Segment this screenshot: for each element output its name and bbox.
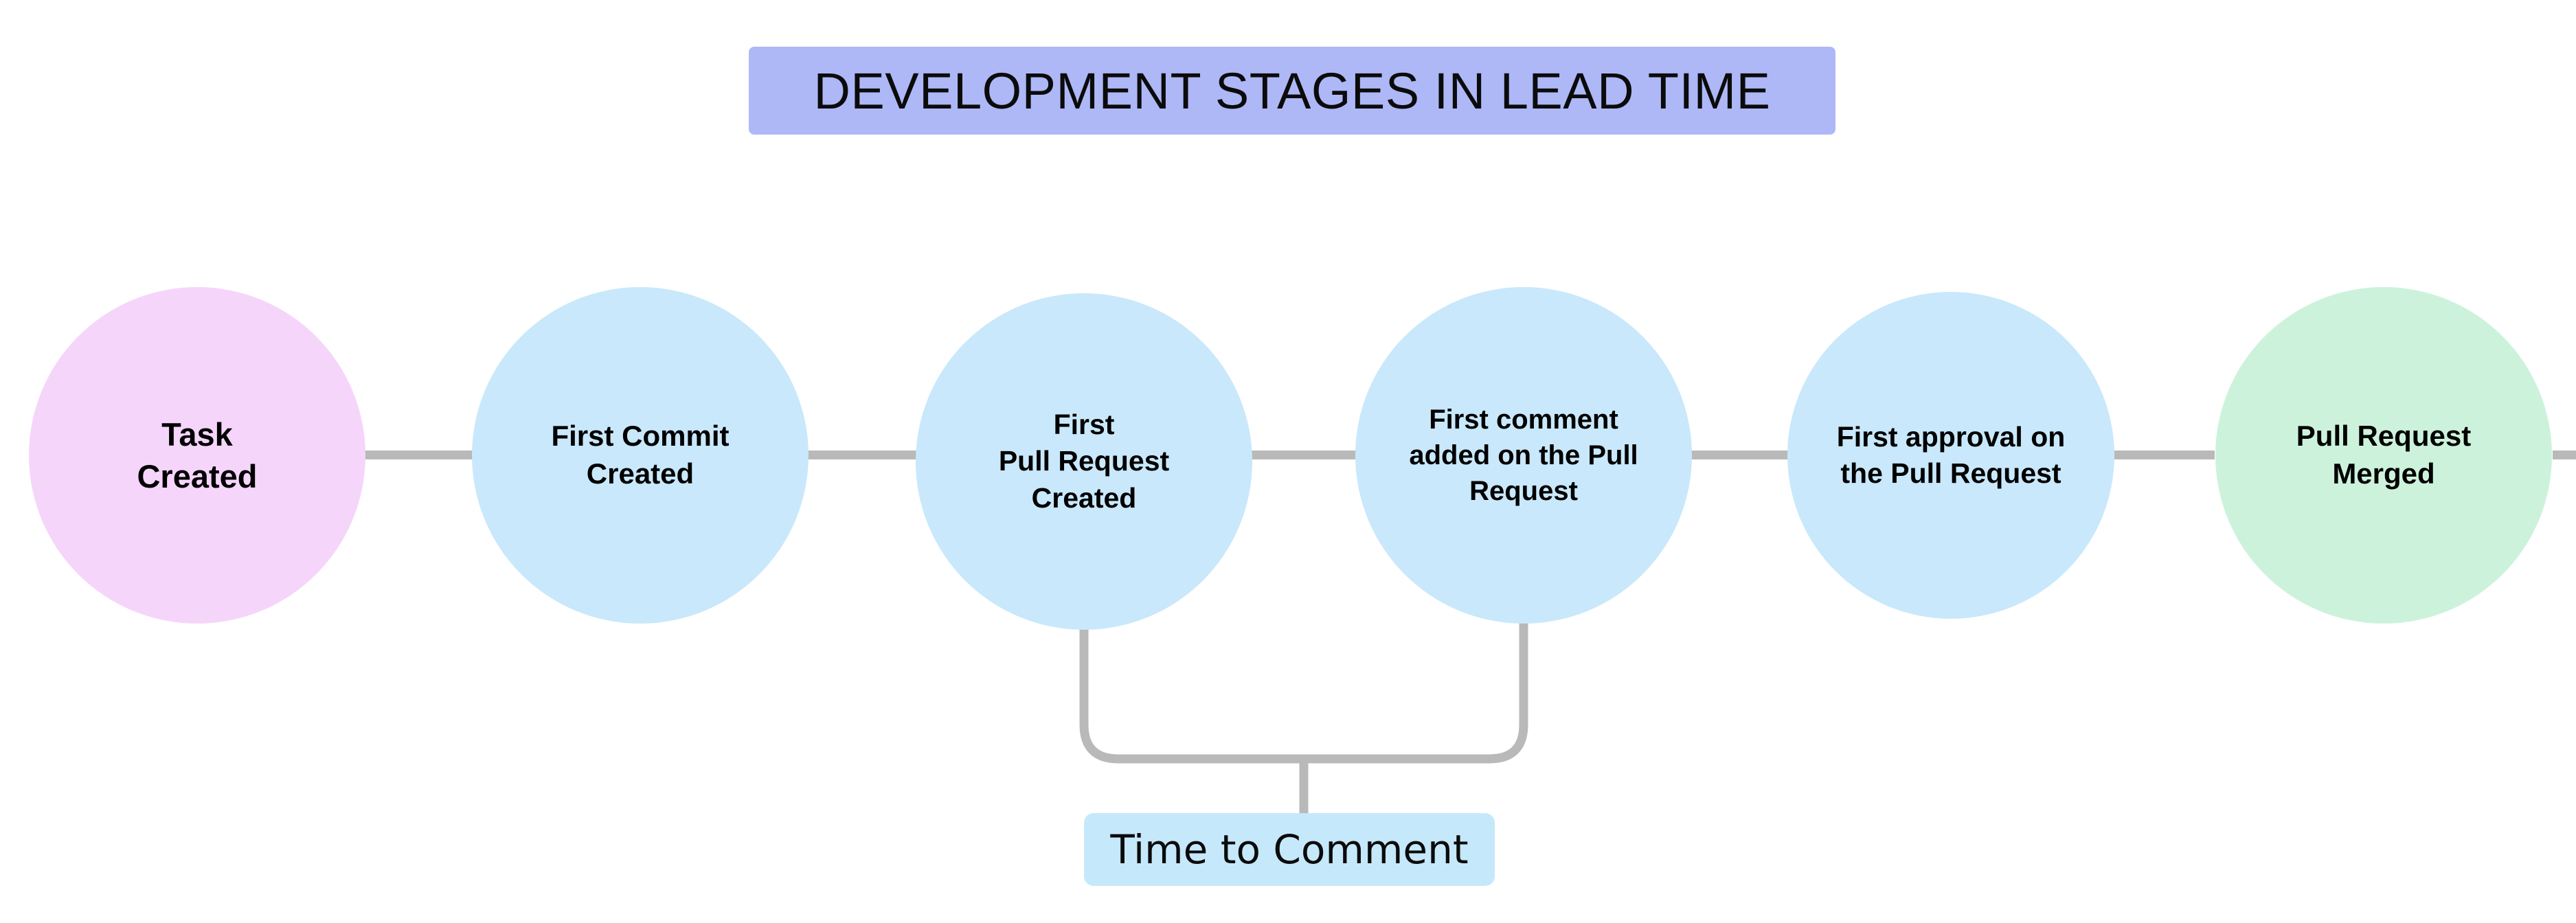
stage-task-created[interactable]: Task Created: [29, 287, 365, 624]
stage-line: Pull Request: [2296, 420, 2472, 453]
time-to-comment-label: Time to Comment: [1110, 826, 1469, 873]
stage-line: Request: [1469, 476, 1578, 506]
connector-merged-trailing: [2553, 451, 2576, 459]
stage-first-commit-created[interactable]: First Commit Created: [472, 287, 809, 624]
stage-line: Created: [137, 458, 258, 494]
connector-pr-to-comment: [1250, 451, 1358, 459]
stage-first-comment-added[interactable]: First comment added on the Pull Request: [1355, 287, 1692, 624]
connector-approval-to-merged: [2114, 451, 2215, 459]
connector-task-to-commit: [364, 451, 474, 459]
stage-line: Merged: [2332, 457, 2435, 490]
stage-label-first-commit-created: First Commit Created: [543, 418, 737, 492]
stage-label-first-comment-added: First comment added on the Pull Request: [1401, 402, 1646, 509]
stage-line: First Commit: [551, 420, 730, 453]
stage-line: Pull Request: [998, 445, 1170, 477]
time-to-comment-box[interactable]: Time to Comment: [1084, 813, 1495, 886]
diagram-title-banner: DEVELOPMENT STAGES IN LEAD TIME: [749, 47, 1835, 135]
stage-line: First: [1053, 409, 1115, 441]
stage-line: First approval on: [1836, 420, 2066, 453]
stage-first-approval[interactable]: First approval on the Pull Request: [1787, 292, 2114, 619]
diagram-title-text: DEVELOPMENT STAGES IN LEAD TIME: [813, 62, 1771, 119]
stage-label-pull-request-merged: Pull Request Merged: [2288, 418, 2479, 492]
stage-label-task-created: Task Created: [128, 413, 265, 497]
connector-comment-to-approval: [1690, 451, 1790, 459]
stage-line: Task: [161, 415, 233, 453]
stage-line: First comment: [1429, 404, 1618, 435]
stage-line: added on the Pull: [1409, 440, 1638, 470]
stage-pull-request-merged[interactable]: Pull Request Merged: [2215, 287, 2552, 624]
stage-label-first-approval: First approval on the Pull Request: [1829, 419, 2074, 492]
stage-line: the Pull Request: [1840, 457, 2061, 489]
stage-label-first-pull-request-created: First Pull Request Created: [991, 407, 1177, 516]
stage-first-pull-request-created[interactable]: First Pull Request Created: [916, 293, 1252, 630]
stage-line: Created: [1031, 481, 1137, 514]
stage-line: Created: [586, 457, 694, 490]
connector-commit-to-pr: [808, 451, 918, 459]
